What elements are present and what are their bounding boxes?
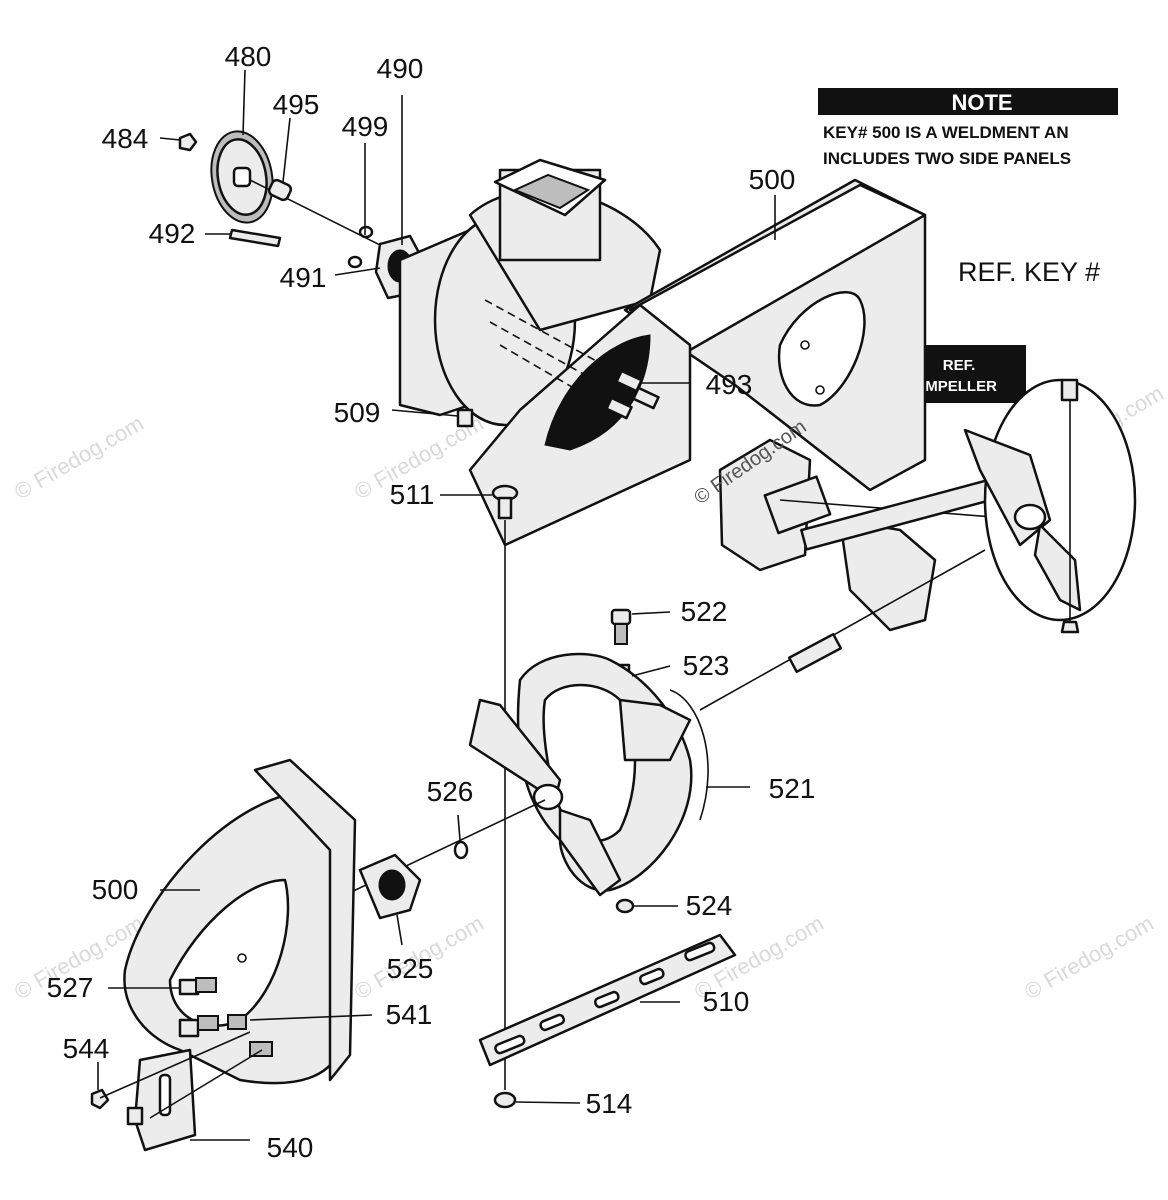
spacer-495 <box>267 178 293 202</box>
callout-525: 525 <box>387 953 434 984</box>
nut-544 <box>90 1088 110 1110</box>
skid-bolt-line <box>149 1049 263 1119</box>
skid-bolt-line <box>99 1031 251 1099</box>
nut-484 <box>178 132 198 152</box>
callout-499: 499 <box>342 111 389 142</box>
callout-510: 510 <box>703 986 750 1017</box>
note-title: NOTE <box>951 90 1012 115</box>
bolt-527 <box>178 977 217 996</box>
note-header <box>818 88 1118 115</box>
pulley-480 <box>210 130 274 224</box>
callout-495: 495 <box>273 89 320 120</box>
note-line-2: INCLUDES TWO SIDE PANELS <box>823 149 1071 168</box>
impeller-ref <box>963 378 1137 634</box>
callout-511: 511 <box>390 479 435 510</box>
callout-493: 493 <box>706 369 753 400</box>
ref-impeller-line-1: REF. <box>943 357 976 374</box>
callout-541: 541 <box>386 999 433 1030</box>
callout-492: 492 <box>149 218 196 249</box>
bolt-path <box>489 321 631 401</box>
ref-key-label: REF. KEY # <box>958 257 1100 287</box>
note-line-1: KEY# 500 IS A WELDMENT AN <box>823 123 1069 142</box>
callout-491: 491 <box>280 262 327 293</box>
callout-544: 544 <box>63 1033 110 1064</box>
shear-bolt-522 <box>610 608 632 645</box>
callout-524: 524 <box>686 890 733 921</box>
auger-521 <box>468 652 709 897</box>
callout-500-top: 500 <box>749 164 796 195</box>
nut-514 <box>493 1091 517 1109</box>
callout-509: 509 <box>334 397 381 428</box>
callout-490: 490 <box>377 53 424 84</box>
washer-526 <box>453 840 469 860</box>
bolt-path <box>499 344 621 416</box>
note-box: NOTE KEY# 500 IS A WELDMENT AN INCLUDES … <box>818 88 1118 168</box>
housing-front-plate <box>468 303 692 547</box>
callout-540: 540 <box>267 1132 314 1163</box>
callout-514: 514 <box>586 1088 633 1119</box>
callouts: 480 490 495 484 499 492 491 500 493 509 … <box>47 41 816 1163</box>
bolt-511 <box>491 484 519 520</box>
callout-484: 484 <box>102 123 149 154</box>
callout-523: 523 <box>683 650 730 681</box>
bolt-path <box>484 299 641 386</box>
callout-527: 527 <box>47 972 94 1003</box>
leader-lines <box>97 69 776 1141</box>
callout-521: 521 <box>769 773 816 804</box>
skid-540 <box>126 1048 197 1152</box>
callout-522: 522 <box>681 596 728 627</box>
gearbox-assembly <box>718 438 1031 632</box>
bolts-493 <box>605 369 660 420</box>
shave-plate-510 <box>478 933 737 1067</box>
side-panel-bottom-500 <box>123 758 357 1085</box>
callout-526: 526 <box>427 776 474 807</box>
watermark: © Firedog.com <box>10 410 148 504</box>
nut-524 <box>615 898 635 914</box>
key-492 <box>228 228 282 248</box>
ref-impeller-line-2: IMPELLER <box>921 378 997 395</box>
callout-480: 480 <box>225 41 272 72</box>
side-panel-top-500 <box>623 178 927 492</box>
bolt-509 <box>456 408 474 428</box>
callout-500-bottom: 500 <box>92 874 139 905</box>
bearing-525 <box>358 853 422 920</box>
housing-weldment <box>398 158 662 427</box>
watermark: © Firedog.com <box>1020 910 1158 1004</box>
shaft <box>699 549 986 711</box>
bolts-541 <box>178 1014 273 1057</box>
